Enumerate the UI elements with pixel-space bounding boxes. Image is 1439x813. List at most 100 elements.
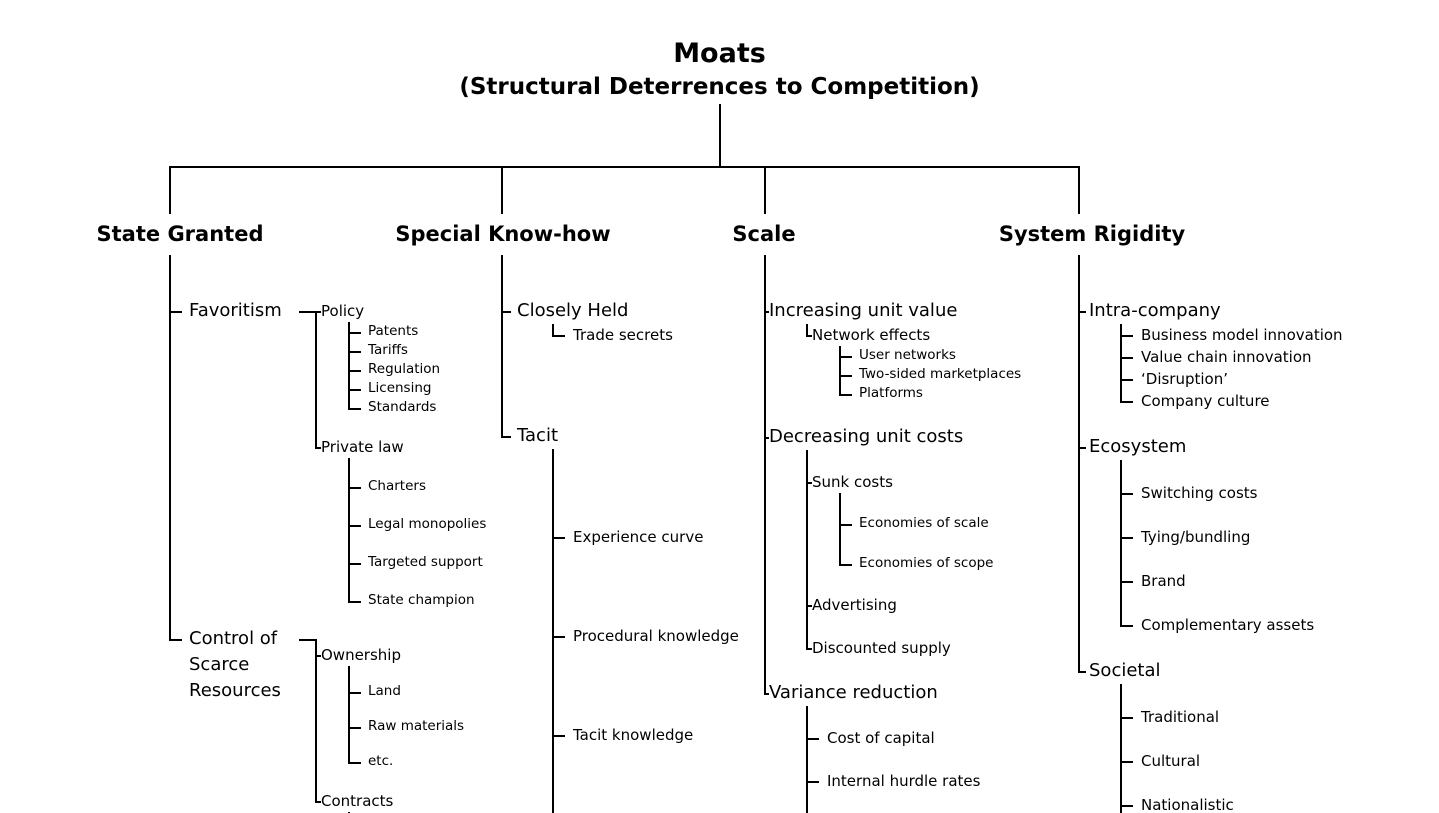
tree-node: Raw materials xyxy=(348,701,484,736)
node-label: Value chain innovation xyxy=(1141,348,1312,366)
node-label: Company culture xyxy=(1141,392,1270,410)
node-label: Variance reduction xyxy=(769,682,938,703)
branch-header-state-granted: State Granted xyxy=(96,222,264,246)
node-label: Standards xyxy=(368,399,437,415)
tree-node: Land xyxy=(348,666,484,701)
node-label: Regulation xyxy=(368,361,441,377)
node-label: User networks xyxy=(859,347,956,363)
tree-node: Licensing xyxy=(348,379,486,398)
tree-node: Advertising xyxy=(806,573,1022,616)
tree-node-row: Licensing xyxy=(368,379,486,398)
tree-node: Standards xyxy=(348,398,486,417)
tree-node-row: Contracts xyxy=(321,790,484,812)
node-label: Discounted supply xyxy=(812,639,951,657)
node-label: Economies of scale xyxy=(859,515,989,531)
node-label: Experience curve xyxy=(573,528,704,546)
node-label: ‘Disruption’ xyxy=(1141,370,1228,388)
tree-node-row: State champion xyxy=(368,591,486,610)
node-label: Platforms xyxy=(859,385,923,401)
node-label: Policy xyxy=(321,302,365,320)
tree-node-row: Cultural xyxy=(1141,750,1343,772)
tree-node: Experience curve xyxy=(552,449,739,548)
tree-node: Economies of scale xyxy=(839,493,1022,533)
tree-node: Cultural xyxy=(1120,728,1343,772)
node-label: Procedural knowledge xyxy=(573,627,739,645)
tree-node: Regulation xyxy=(348,360,486,379)
branch-header-special-know-how: Special Know-how xyxy=(395,222,611,246)
node-label: Legal monopolies xyxy=(368,516,487,532)
tree-node-row: Internal hurdle rates xyxy=(827,770,1022,792)
tree-node: Legal monopolies xyxy=(348,496,486,534)
tree-list: TraditionalCulturalNationalisticReligiou… xyxy=(1120,684,1343,813)
tree-list: Trade secrets xyxy=(552,324,739,346)
tree-node: Company culture xyxy=(1120,390,1343,412)
branch-header-system-rigidity: System Rigidity xyxy=(998,222,1186,246)
tree-node-row: Decreasing unit costs xyxy=(769,424,1022,450)
tree-node: ContractsWith OwnersWith suppliersWith c… xyxy=(315,771,484,813)
node-label: Closely Held xyxy=(517,300,629,321)
tree-node-row: Platforms xyxy=(859,384,1022,403)
node-label: Two-sided marketplaces xyxy=(859,366,1022,382)
tree-node-row: Standards xyxy=(368,398,486,417)
tree-node-row: ‘Disruption’ xyxy=(1141,368,1343,390)
node-label: Charters xyxy=(368,478,426,494)
tree-node-row: Increasing unit value xyxy=(769,298,1022,324)
node-label: Land xyxy=(368,683,401,699)
tree-node-row: Land xyxy=(368,682,484,701)
branch-header-scale: Scale xyxy=(732,222,796,246)
tree-node: Traditional xyxy=(1120,684,1343,728)
tree-node: Cost of capital xyxy=(806,706,1022,749)
title-line2: (Structural Deterrences to Competition) xyxy=(459,74,980,100)
tree-node: Brand xyxy=(1120,548,1343,592)
title-line1: Moats xyxy=(673,38,766,69)
node-label: Tying/bundling xyxy=(1141,528,1251,546)
tree-node-row: Ecosystem xyxy=(1089,434,1343,460)
tree-node: Tariffs xyxy=(348,341,486,360)
tree-node: Business model innovation xyxy=(1120,324,1343,346)
node-label: Complementary assets xyxy=(1141,616,1315,634)
tree-node-row: Intra-company xyxy=(1089,298,1343,324)
tree-node-row: User networks xyxy=(859,346,1022,365)
tree-node-row: Nationalistic xyxy=(1141,794,1343,813)
tree-node-row: Trade secrets xyxy=(573,324,739,346)
node-label: Decreasing unit costs xyxy=(769,426,964,447)
tree-node: Economies of scope xyxy=(839,533,1022,573)
tree-node: etc. xyxy=(348,736,484,771)
tree-node-row: Variance reduction xyxy=(769,680,1022,706)
tree-node-row: Economies of scale xyxy=(859,514,1022,533)
tree-node-row: Tying/bundling xyxy=(1141,526,1343,548)
tree-node-row: Network effects xyxy=(812,324,1022,346)
node-label: Patents xyxy=(368,323,419,339)
connector-dash xyxy=(299,311,315,313)
column-stem-line xyxy=(169,255,171,298)
node-label: Cost of capital xyxy=(827,729,935,747)
tree-node: Switching costs xyxy=(1120,460,1343,504)
